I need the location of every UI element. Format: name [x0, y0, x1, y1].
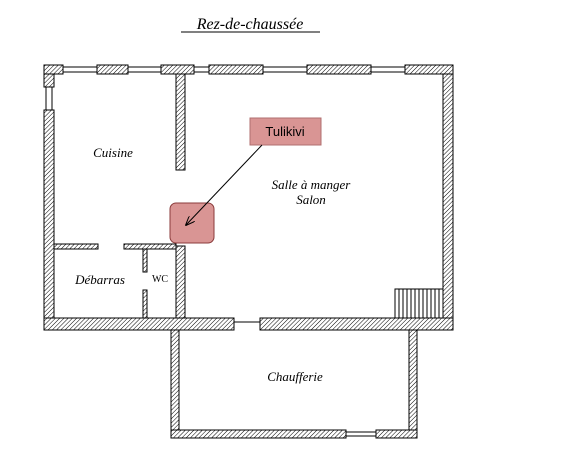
callout-arrow	[186, 144, 263, 225]
room-label-salle: Salle à manger	[272, 177, 352, 192]
interior-walls	[53, 73, 186, 319]
annex-window	[345, 431, 377, 437]
plan-title: Rez-de-chaussée	[196, 16, 304, 33]
windows	[45, 66, 406, 111]
exterior-walls	[43, 64, 454, 331]
room-label-salon: Salon	[296, 192, 326, 207]
room-label-wc: WC	[152, 274, 168, 285]
annex-walls	[170, 329, 418, 439]
tulikivi-stove[interactable]	[169, 202, 215, 244]
tulikivi-callout-box	[249, 117, 322, 146]
tulikivi-callout-label: Tulikivi	[265, 124, 304, 139]
room-label-chaufferie: Chaufferie	[267, 369, 323, 384]
room-label-cuisine: Cuisine	[93, 145, 133, 160]
staircase	[394, 288, 444, 319]
room-label-debarras: Débarras	[74, 272, 125, 287]
